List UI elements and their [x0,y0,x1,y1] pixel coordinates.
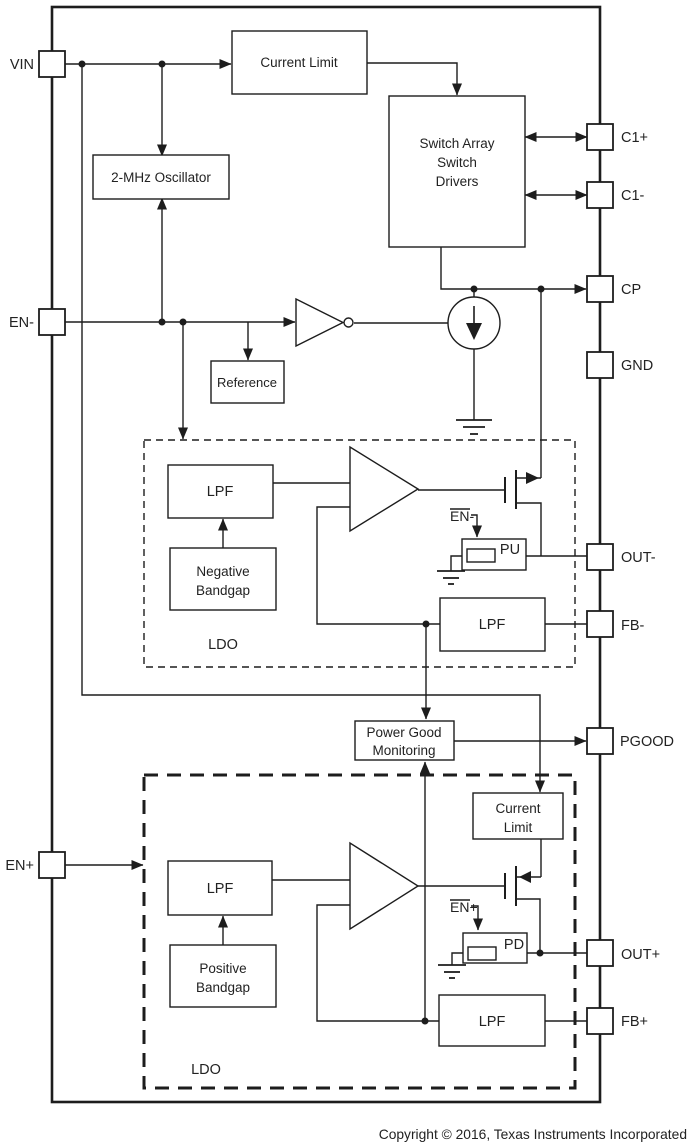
block-reference: Reference [210,360,285,404]
pmos-neg-symbol [504,470,542,556]
pin-en-plus [38,851,66,879]
block-pullup-resistor: PU [461,538,527,571]
svg-text:PD: PD [504,937,524,953]
pmos-pos-symbol [504,866,541,906]
pin-label-en-plus: EN+ [5,858,34,874]
label-ldo-negative: LDO [208,637,238,653]
ldo-negative-region [143,439,576,668]
opamp-pos-symbol [349,841,420,931]
svg-text:Monitoring: Monitoring [372,743,435,758]
svg-text:Switch: Switch [437,155,477,170]
svg-text:Switch Array: Switch Array [419,136,494,151]
block-switch-array: Switch Array Switch Drivers [388,95,526,248]
svg-text:EN-: EN- [450,508,474,524]
block-pulldown-resistor: PD [462,932,528,964]
block-current-limit-top: Current Limit [231,30,368,95]
copyright-text: Copyright © 2016, Texas Instruments Inco… [379,1127,687,1142]
pin-label-vin: VIN [10,57,34,73]
ground-icon [456,419,492,435]
resistor-icon [466,548,496,563]
pin-out-plus [586,939,614,967]
pin-label-out-minus: OUT- [621,550,656,566]
pin-label-gnd: GND [621,358,653,374]
block-power-good-monitoring: Power Good Monitoring [354,720,455,761]
pin-en-minus [38,308,66,336]
svg-text:Positive: Positive [199,961,246,976]
svg-text:LPF: LPF [207,881,234,897]
ldo-positive-region [142,773,577,1090]
svg-text:Negative: Negative [196,564,249,579]
svg-text:Power Good: Power Good [366,725,441,740]
pin-c1-plus [586,123,614,151]
svg-text:Bandgap: Bandgap [196,583,250,598]
svg-text:Reference: Reference [217,375,277,390]
pin-vin [38,50,66,78]
pin-label-fb-minus: FB- [621,618,645,634]
svg-text:LPF: LPF [207,484,234,500]
pin-cp [586,275,614,303]
pin-pgood [586,727,614,755]
label-ldo-positive: LDO [191,1062,221,1078]
inverter-symbol [295,297,354,348]
block-positive-bandgap: Positive Bandgap [169,944,277,1008]
pin-label-en-minus: EN- [9,315,34,331]
pin-label-c1-minus: C1- [621,188,645,204]
ground-icon [437,570,465,585]
block-negative-bandgap: Negative Bandgap [169,547,277,611]
svg-text:LPF: LPF [479,1014,506,1030]
junction-dots [78,60,545,1025]
block-oscillator: 2-MHz Oscillator [92,154,230,200]
block-lpf-pos-feedback: LPF [438,994,546,1047]
block-lpf-neg-feedback: LPF [439,597,546,652]
current-source-symbol [447,296,501,350]
pin-gnd [586,351,614,379]
ground-icon [438,964,466,979]
svg-text:Limit: Limit [504,820,533,835]
pin-label-cp: CP [621,282,641,298]
svg-text:Current Limit: Current Limit [260,55,338,70]
svg-text:Drivers: Drivers [436,174,479,189]
opamp-neg-symbol [349,445,420,533]
svg-text:LPF: LPF [479,617,506,633]
en-plus-gate-label: EN+ [450,899,483,931]
pin-label-out-plus: OUT+ [621,947,660,963]
svg-text:EN+: EN+ [450,899,478,915]
svg-text:Bandgap: Bandgap [196,980,250,995]
pin-fb-plus [586,1007,614,1035]
resistor-icon [467,946,497,961]
block-current-limit-bottom: Current Limit [472,792,564,840]
pin-label-fb-plus: FB+ [621,1014,648,1030]
block-lpf-pos-input: LPF [167,860,273,916]
svg-text:2-MHz Oscillator: 2-MHz Oscillator [111,170,211,185]
block-lpf-neg-input: LPF [167,464,274,519]
svg-text:Current: Current [495,801,540,816]
pin-c1-minus [586,181,614,209]
en-minus-gate-label: EN- [450,508,482,538]
pin-label-c1-plus: C1+ [621,130,648,146]
svg-text:PU: PU [500,542,520,558]
pin-label-pgood: PGOOD [620,734,674,750]
pin-out-minus [586,543,614,571]
pin-fb-minus [586,610,614,638]
